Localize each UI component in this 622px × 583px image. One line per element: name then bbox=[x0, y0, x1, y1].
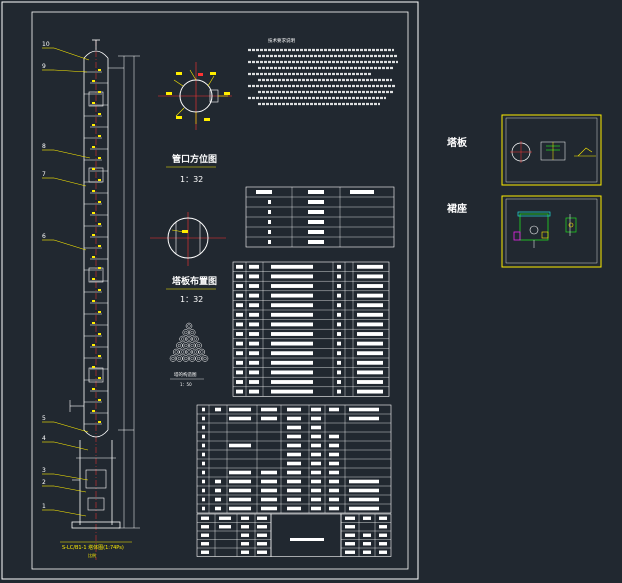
column-caption-sub: 比例 bbox=[88, 552, 96, 558]
title-block bbox=[196, 513, 392, 557]
part-number-label: 8 bbox=[42, 143, 46, 150]
panel-label-tray: 塔板 bbox=[447, 136, 468, 149]
nozzle-orientation-scale: 1：32 bbox=[180, 175, 203, 184]
part-number-label: 10 bbox=[42, 41, 50, 48]
sheet-inner-frame bbox=[31, 11, 409, 570]
part-number-label: 6 bbox=[42, 233, 46, 240]
part-number-label: 3 bbox=[42, 467, 46, 474]
nozzle-orientation-view[interactable] bbox=[158, 62, 232, 130]
packing-scale: 1：50 bbox=[180, 382, 192, 387]
column-caption: S-LC/B1-1 塔体图(1:74Ps) bbox=[62, 544, 124, 551]
packing-pile bbox=[169, 322, 209, 362]
notes-heading: 技术要求说明 bbox=[268, 37, 295, 44]
part-number-label: 1 bbox=[42, 503, 46, 510]
part-number-label: 9 bbox=[42, 63, 46, 70]
panel-label-skirt: 裙座 bbox=[447, 202, 467, 215]
column-elevation[interactable] bbox=[60, 39, 140, 560]
part-number-label: 2 bbox=[42, 479, 46, 486]
tray-layout-view[interactable] bbox=[150, 212, 226, 266]
nozzle-table bbox=[232, 261, 390, 397]
part-number-label: 7 bbox=[42, 171, 46, 178]
nozzle-orientation-title: 管口方位图 bbox=[172, 153, 217, 165]
part-number-label: 5 bbox=[42, 415, 46, 422]
parts-list-table bbox=[196, 404, 392, 514]
sheet-outer-frame bbox=[1, 1, 419, 580]
tray-layout-title: 塔板布置图 bbox=[172, 275, 217, 287]
part-number-label: 4 bbox=[42, 435, 46, 442]
layout-thumbnail-tray[interactable] bbox=[501, 114, 602, 186]
part-balloons: 10 9 8 7 6 5 4 3 2 1 bbox=[42, 41, 91, 517]
technical-notes bbox=[248, 48, 398, 106]
tray-layout-scale: 1：32 bbox=[180, 295, 203, 304]
packing-label: 塔的构造图 bbox=[174, 371, 197, 378]
layout-thumbnail-skirt[interactable] bbox=[501, 195, 602, 268]
design-data-table bbox=[245, 186, 395, 248]
